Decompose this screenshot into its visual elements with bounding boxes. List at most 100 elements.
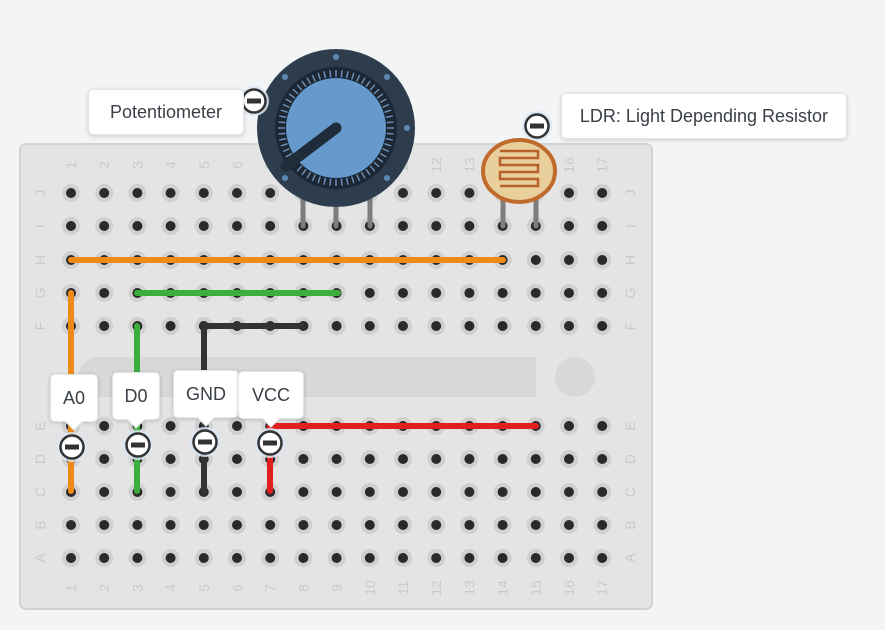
hole-B14[interactable] [497,520,508,530]
hole-J6[interactable] [232,188,242,198]
hole-B4[interactable] [165,520,176,530]
hole-A5[interactable] [198,553,209,563]
hole-B2[interactable] [99,520,110,530]
hole-B9[interactable] [331,520,342,530]
ldr[interactable] [481,138,557,229]
hole-A15[interactable] [530,553,541,563]
hole-I3[interactable] [132,221,143,231]
hole-D6[interactable] [232,454,242,464]
hole-J2[interactable] [99,188,110,198]
hole-D2[interactable] [99,454,110,464]
hole-I12[interactable] [431,221,442,231]
hole-B12[interactable] [431,520,442,530]
hole-I7[interactable] [265,221,276,231]
hole-B7[interactable] [265,520,276,530]
hole-B1[interactable] [66,520,76,530]
hole-G10[interactable] [364,288,375,298]
hole-D16[interactable] [564,454,574,464]
hole-C15[interactable] [530,487,541,497]
hole-C4[interactable] [165,487,176,497]
hole-B13[interactable] [464,520,475,530]
hole-G13[interactable] [464,288,475,298]
hole-A11[interactable] [398,553,408,563]
hole-F14[interactable] [497,321,508,331]
hole-G11[interactable] [398,288,408,298]
hole-F4[interactable] [165,321,176,331]
hole-D11[interactable] [398,454,408,464]
marker-d0-icon[interactable] [123,430,153,460]
hole-F2[interactable] [99,321,110,331]
hole-A2[interactable] [99,553,110,563]
hole-E2[interactable] [99,421,110,431]
marker-vcc-icon[interactable] [255,428,285,458]
hole-A13[interactable] [464,553,475,563]
hole-B8[interactable] [298,520,309,530]
hole-D13[interactable] [464,454,475,464]
hole-C2[interactable] [99,487,110,497]
hole-A3[interactable] [132,553,143,563]
hole-J12[interactable] [431,188,442,198]
hole-C14[interactable] [497,487,508,497]
hole-A16[interactable] [564,553,574,563]
hole-A7[interactable] [265,553,276,563]
hole-A1[interactable] [66,553,76,563]
marker-a0-icon[interactable] [57,432,87,462]
marker-ldr-icon[interactable] [522,111,552,141]
hole-A4[interactable] [165,553,176,563]
hole-H17[interactable] [597,255,608,265]
hole-J16[interactable] [564,188,574,198]
hole-I1[interactable] [66,221,76,231]
hole-I6[interactable] [232,221,242,231]
hole-A10[interactable] [364,553,375,563]
hole-D9[interactable] [331,454,342,464]
hole-G14[interactable] [497,288,508,298]
hole-C8[interactable] [298,487,309,497]
hole-A14[interactable] [497,553,508,563]
hole-B6[interactable] [232,520,242,530]
hole-J4[interactable] [165,188,176,198]
hole-D10[interactable] [364,454,375,464]
hole-B11[interactable] [398,520,408,530]
hole-D15[interactable] [530,454,541,464]
hole-D8[interactable] [298,454,309,464]
hole-I4[interactable] [165,221,176,231]
hole-J5[interactable] [198,188,209,198]
hole-B16[interactable] [564,520,574,530]
hole-F11[interactable] [398,321,408,331]
hole-G16[interactable] [564,288,574,298]
hole-E17[interactable] [597,421,608,431]
hole-G2[interactable] [99,288,110,298]
hole-F9[interactable] [331,321,342,331]
hole-F12[interactable] [431,321,442,331]
hole-B3[interactable] [132,520,143,530]
hole-I2[interactable] [99,221,110,231]
hole-F16[interactable] [564,321,574,331]
hole-H15[interactable] [530,255,541,265]
hole-H16[interactable] [564,255,574,265]
hole-I5[interactable] [198,221,209,231]
hole-C10[interactable] [364,487,375,497]
hole-D12[interactable] [431,454,442,464]
potentiometer[interactable] [257,49,415,229]
hole-G17[interactable] [597,288,608,298]
hole-A6[interactable] [232,553,242,563]
hole-G15[interactable] [530,288,541,298]
hole-F10[interactable] [364,321,375,331]
hole-C12[interactable] [431,487,442,497]
hole-I17[interactable] [597,221,608,231]
hole-B15[interactable] [530,520,541,530]
hole-C9[interactable] [331,487,342,497]
hole-F13[interactable] [464,321,475,331]
hole-A12[interactable] [431,553,442,563]
hole-B17[interactable] [597,520,608,530]
hole-D14[interactable] [497,454,508,464]
hole-A9[interactable] [331,553,342,563]
hole-B10[interactable] [364,520,375,530]
hole-F17[interactable] [597,321,608,331]
hole-F15[interactable] [530,321,541,331]
hole-I16[interactable] [564,221,574,231]
hole-C6[interactable] [232,487,242,497]
hole-J7[interactable] [265,188,276,198]
marker-potentiometer-icon[interactable] [239,86,269,116]
hole-C16[interactable] [564,487,574,497]
